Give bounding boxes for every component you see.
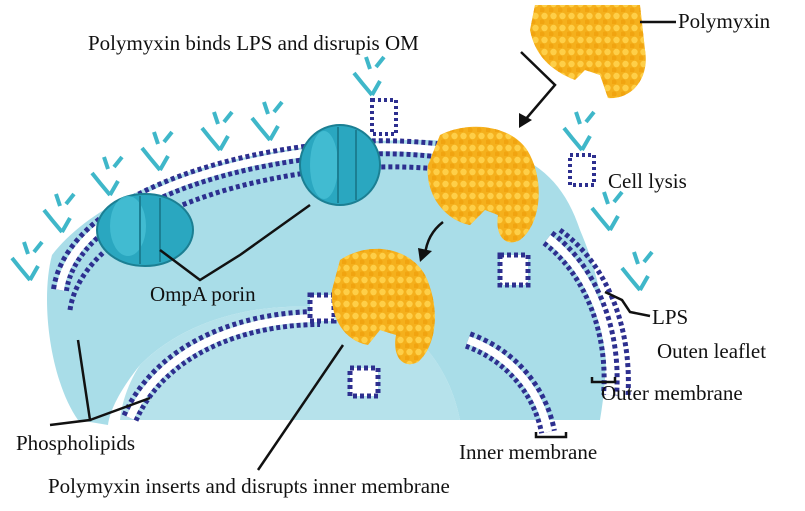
label-outer-leaflet: Outen leaflet (657, 339, 767, 363)
lps-stem (568, 153, 596, 187)
ompa-porin-icon (96, 193, 194, 267)
label-polymyxin: Polymyxin (678, 9, 771, 33)
label-phospholipids: Phospholipids (16, 431, 136, 455)
polymyxin-protein-icon (427, 126, 539, 243)
label-inserts: Polymyxin inserts and disrupts inner mem… (48, 474, 450, 498)
label-outer-membrane: Outer membrane (601, 381, 743, 405)
ompa-porin-icon (299, 124, 381, 206)
leader-lines (49, 20, 676, 471)
label-lps: LPS (652, 305, 689, 329)
label-cell-lysis: Cell lysis (608, 169, 687, 193)
lps-stem (370, 98, 398, 136)
label-ompa-porin: OmpA porin (150, 282, 256, 306)
polymyxin-protein-icon (331, 248, 435, 365)
polymyxin-protein-icon (530, 5, 646, 99)
label-binds-lps: Polymyxin binds LPS and disrupis OM (88, 31, 419, 55)
lps-icon (10, 55, 654, 292)
label-inner-membrane: Inner membrane (459, 440, 598, 464)
